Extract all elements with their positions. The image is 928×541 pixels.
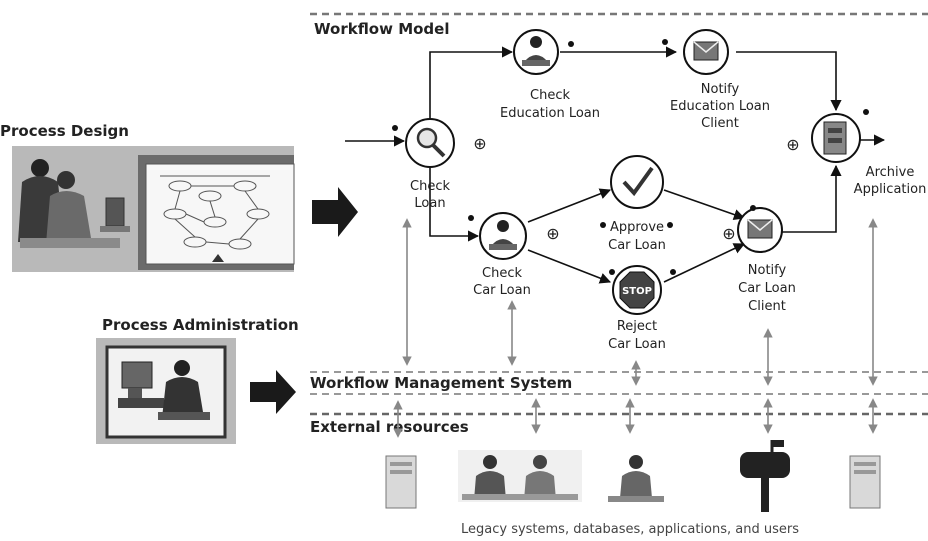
external-resources-caption: Legacy systems, databases, applications,…: [461, 522, 799, 537]
approve-car-loan-label-1: Approve: [610, 220, 664, 235]
administration-to-wms-arrow: [250, 370, 296, 414]
check-car-loan-label-1: Check: [482, 266, 522, 281]
legacy-server-icon: [385, 455, 417, 509]
design-to-model-arrow: [312, 187, 358, 237]
checkmark-icon: [622, 166, 654, 197]
notify-car-loan-client-label-2: Car Loan: [738, 281, 796, 296]
user-at-desk-icon: [608, 455, 664, 502]
workflow-management-system-title: Workflow Management System: [310, 374, 572, 392]
process-administration-illustration: [96, 338, 236, 444]
archive-application-label-1: Archive: [866, 165, 915, 180]
check-car-loan-node: [479, 212, 527, 260]
split-symbol: ⊕: [473, 134, 486, 153]
archive-application-node: [811, 113, 861, 163]
join-symbol: ⊕: [786, 135, 799, 154]
notify-education-loan-client-label-3: Client: [701, 116, 739, 131]
check-education-loan-label-1: Check: [530, 88, 570, 103]
clerk-icon: [530, 36, 542, 48]
office-users-icon: [458, 450, 582, 502]
check-car-loan-label-2: Car Loan: [473, 283, 531, 298]
reject-car-loan-node: STOP: [612, 265, 662, 315]
process-design-title: Process Design: [0, 122, 129, 140]
join-symbols: ⊕ ⊕ ⊕ ⊕: [473, 134, 799, 243]
approve-car-loan-node: [610, 155, 664, 209]
stop-sign-icon: [619, 271, 655, 309]
check-education-loan-label-2: Education Loan: [500, 106, 600, 121]
notify-education-loan-client-node: [683, 29, 729, 75]
mailbox-icon: [740, 440, 790, 512]
magnifier-icon: [416, 127, 438, 149]
approve-car-loan-label-2: Car Loan: [608, 238, 666, 253]
reject-car-loan-label-1: Reject: [617, 319, 657, 334]
external-resources-title: External resources: [310, 418, 469, 436]
check-education-loan-node: [513, 29, 559, 75]
check-loan-node: [405, 118, 455, 168]
notify-car-loan-client-label-1: Notify: [748, 263, 787, 278]
notify-education-loan-client-label-2: Education Loan: [670, 99, 770, 114]
process-administration-title: Process Administration: [102, 316, 299, 334]
notify-car-loan-client-label-3: Client: [748, 299, 786, 314]
split-symbol: ⊕: [546, 224, 559, 243]
notify-car-loan-client-node: [737, 207, 783, 253]
process-design-illustration: [12, 146, 295, 272]
workflow-model-title: Workflow Model: [314, 20, 449, 38]
clerk-icon: [497, 220, 509, 232]
reject-car-loan-label-2: Car Loan: [608, 337, 666, 352]
check-loan-label-2: Loan: [414, 196, 445, 211]
notify-education-loan-client-label-1: Notify: [701, 82, 740, 97]
stop-sign-text: STOP: [622, 286, 652, 297]
join-symbol: ⊕: [722, 224, 735, 243]
database-server-icon: [849, 455, 881, 509]
check-loan-label-1: Check: [410, 179, 450, 194]
archive-application-label-2: Application: [854, 182, 927, 197]
